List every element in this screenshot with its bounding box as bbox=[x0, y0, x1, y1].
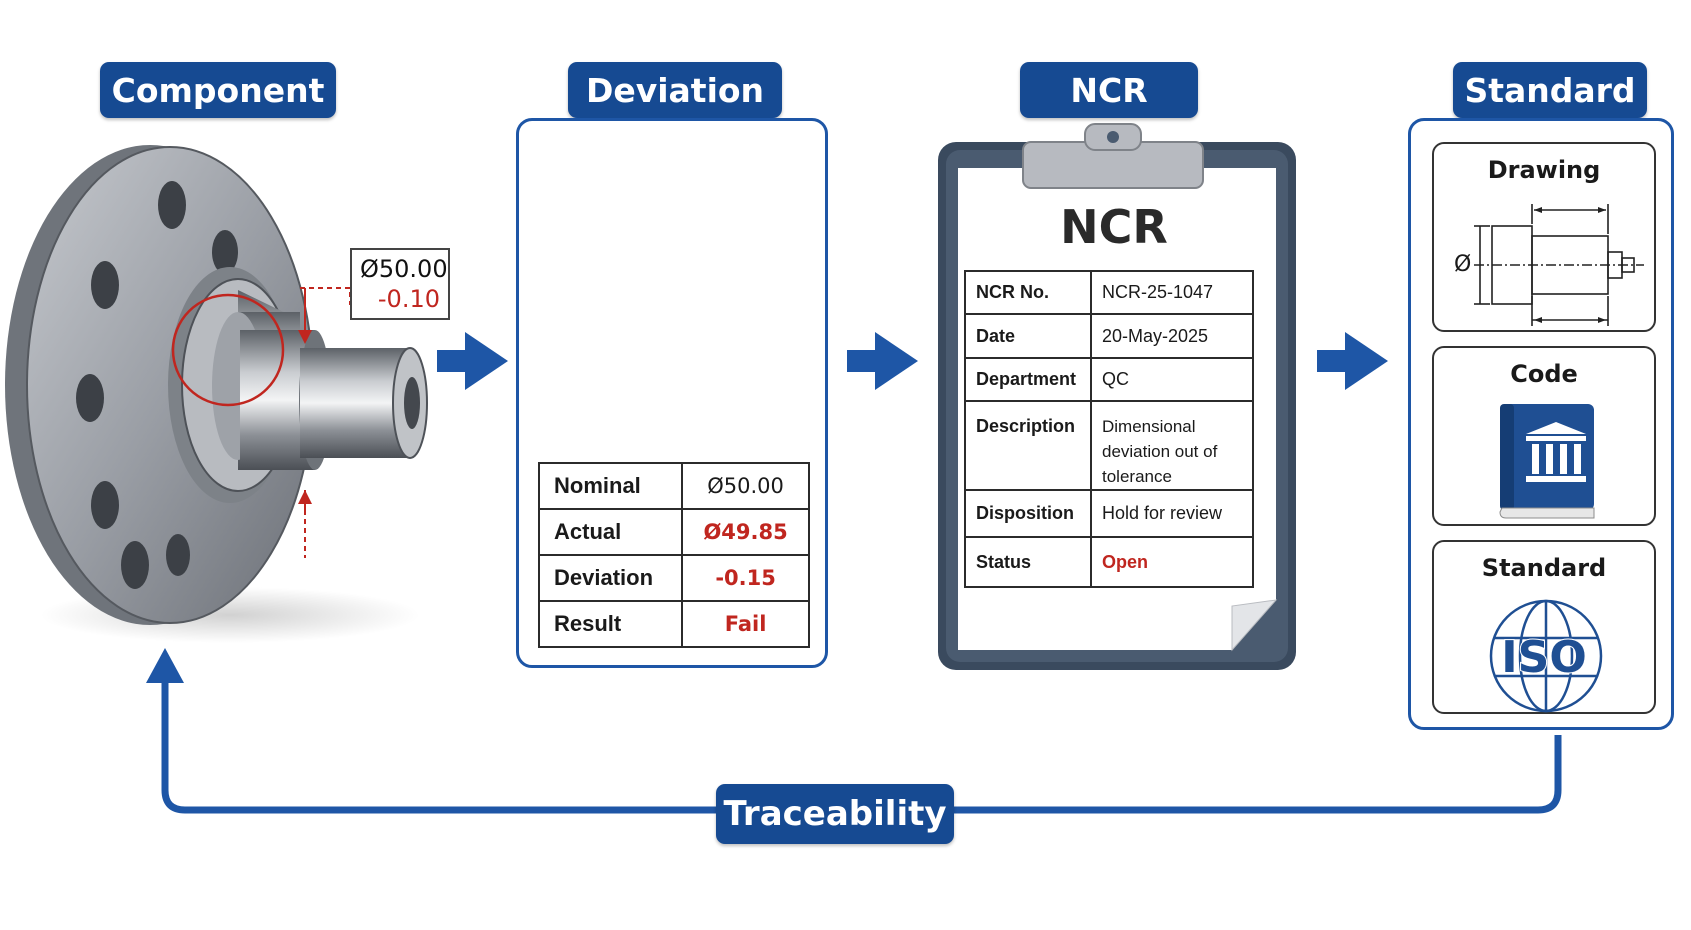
traceability-label: Traceability bbox=[716, 784, 954, 844]
code-title: Code bbox=[1510, 360, 1578, 388]
dimension-callout: Ø50.00 -0.10 bbox=[350, 248, 450, 320]
flange-shaft-illustration bbox=[5, 145, 428, 643]
field-label: Disposition bbox=[964, 489, 1092, 538]
stage-deviation-label: Deviation bbox=[568, 62, 782, 118]
drawing-card: Drawing Ø bbox=[1432, 142, 1656, 332]
field-value: QC bbox=[1090, 357, 1254, 402]
row-value: Ø49.85 bbox=[681, 508, 810, 556]
table-row: Description Dimensional deviation out of… bbox=[964, 400, 1254, 491]
field-value: NCR-25-1047 bbox=[1090, 270, 1254, 315]
field-label: Status bbox=[964, 536, 1092, 588]
field-value: Dimensional deviation out of tolerance bbox=[1090, 400, 1254, 491]
table-row: Disposition Hold for review bbox=[964, 489, 1254, 538]
field-value: Hold for review bbox=[1090, 489, 1254, 538]
ncr-form-table: NCR No. NCR-25-1047 Date 20-May-2025 Dep… bbox=[964, 270, 1254, 588]
table-row: Status Open bbox=[964, 536, 1254, 588]
table-row: Result Fail bbox=[537, 600, 810, 648]
table-row: Date 20-May-2025 bbox=[964, 313, 1254, 359]
standard-card: Standard ISO bbox=[1432, 540, 1656, 714]
table-row: Department QC bbox=[964, 357, 1254, 402]
row-value: Ø50.00 bbox=[681, 462, 810, 510]
dimension-tolerance: -0.10 bbox=[377, 285, 440, 313]
inspection-highlight-circle bbox=[171, 293, 285, 407]
field-label: Department bbox=[964, 357, 1092, 402]
stage-ncr-label: NCR bbox=[1020, 62, 1198, 118]
traceability-arrow-head bbox=[146, 648, 184, 683]
field-label: Date bbox=[964, 313, 1092, 359]
row-label: Deviation bbox=[537, 554, 684, 602]
field-value: 20-May-2025 bbox=[1090, 313, 1254, 359]
row-label: Nominal bbox=[537, 462, 684, 510]
technical-drawing-icon bbox=[1474, 204, 1644, 326]
field-value: Open bbox=[1090, 536, 1254, 588]
code-book-icon bbox=[1499, 404, 1595, 519]
code-card: Code bbox=[1432, 346, 1656, 526]
row-value: -0.15 bbox=[681, 554, 810, 602]
field-label: Description bbox=[964, 400, 1092, 491]
standard-title: Standard bbox=[1481, 554, 1607, 582]
drawing-title: Drawing bbox=[1487, 156, 1601, 184]
flow-arrow-1 bbox=[437, 332, 508, 390]
table-row: NCR No. NCR-25-1047 bbox=[964, 270, 1254, 315]
flow-arrow-3 bbox=[1317, 332, 1388, 390]
field-label: NCR No. bbox=[964, 270, 1092, 315]
table-row: Nominal Ø50.00 bbox=[537, 462, 810, 510]
row-label: Actual bbox=[537, 508, 684, 556]
iso-label: ISO bbox=[1500, 631, 1587, 684]
table-row: Actual Ø49.85 bbox=[537, 508, 810, 556]
row-value: Fail bbox=[681, 600, 810, 648]
table-row: Deviation -0.15 bbox=[537, 554, 810, 602]
ncr-form-heading: NCR bbox=[1060, 200, 1168, 254]
stage-standard-label: Standard bbox=[1453, 62, 1647, 118]
stage-component-label: Component bbox=[100, 62, 336, 118]
iso-globe-icon bbox=[1489, 599, 1603, 713]
diameter-symbol: Ø bbox=[1454, 252, 1472, 277]
dimension-nominal: Ø50.00 bbox=[360, 255, 448, 283]
deviation-table: Nominal Ø50.00 Actual Ø49.85 Deviation -… bbox=[537, 462, 810, 648]
row-label: Result bbox=[537, 600, 684, 648]
flow-arrow-2 bbox=[847, 332, 918, 390]
